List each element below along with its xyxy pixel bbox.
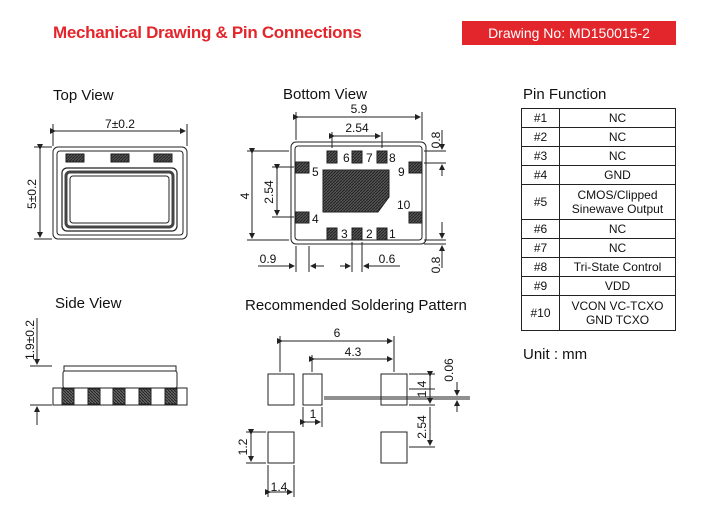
dim-bot-0.6: 0.6 <box>379 252 396 266</box>
dim-sp-1: 1 <box>310 407 317 421</box>
pin-function: Tri-State Control <box>559 257 676 277</box>
soldering-pattern-label: Recommended Soldering Pattern <box>245 297 467 314</box>
top-view-drawing <box>34 124 188 240</box>
dim-bot-4: 4 <box>238 192 252 199</box>
pin-function: NC <box>559 108 676 128</box>
pad-1-label: 1 <box>389 227 396 241</box>
dim-top-height: 5±0.2 <box>25 179 39 209</box>
pin-number: #5 <box>521 184 560 220</box>
pin-number: #4 <box>521 165 560 185</box>
pin-function: VDD <box>559 276 676 296</box>
dim-bot-2.54-h: 2.54 <box>345 121 369 135</box>
pad-3-label: 3 <box>341 227 348 241</box>
pin-number: #7 <box>521 238 560 258</box>
pin-number: #1 <box>521 108 560 128</box>
pad-4-label: 4 <box>312 212 319 226</box>
bottom-view-drawing <box>247 112 446 272</box>
side-view-drawing <box>30 318 188 425</box>
dim-sp-6: 6 <box>334 326 341 340</box>
pin-function: NC <box>559 146 676 166</box>
pad-8-label: 8 <box>389 151 396 165</box>
pad-9-label: 9 <box>398 165 405 179</box>
pin-number: #8 <box>521 257 560 277</box>
pin-function: GND <box>559 165 676 185</box>
pin-function: NC <box>559 238 676 258</box>
pin-number: #2 <box>521 127 560 147</box>
pin-function: NC <box>559 127 676 147</box>
dim-sp-2.54: 2.54 <box>415 415 429 439</box>
page-title: Mechanical Drawing & Pin Connections <box>53 23 362 42</box>
pin-number: #9 <box>521 276 560 296</box>
pad-5-label: 5 <box>312 165 319 179</box>
pin-number: #3 <box>521 146 560 166</box>
soldering-pattern-drawing <box>246 336 470 497</box>
dim-sp-0.06: 0.06 <box>442 358 456 382</box>
dim-bot-0.8-top: 0.8 <box>429 131 443 148</box>
top-view-label: Top View <box>53 87 114 104</box>
dim-side-height: 1.9±0.2 <box>23 320 37 360</box>
dim-sp-1.2: 1.2 <box>236 438 250 455</box>
bottom-view-label: Bottom View <box>283 86 367 103</box>
pad-6-label: 6 <box>343 151 350 165</box>
dim-bot-0.9: 0.9 <box>260 252 277 266</box>
dim-bot-5.9: 5.9 <box>351 102 368 116</box>
pin-number: #10 <box>521 295 560 331</box>
pad-7-label: 7 <box>366 151 373 165</box>
dim-sp-4.3: 4.3 <box>345 345 362 359</box>
side-view-label: Side View <box>55 295 122 312</box>
dim-sp-1.4-bottom: 1.4 <box>271 480 288 494</box>
dim-bot-0.8-bottom: 0.8 <box>429 256 443 273</box>
unit-label: Unit : mm <box>523 346 588 363</box>
dim-bot-2.54-v: 2.54 <box>262 180 276 204</box>
dim-top-width: 7±0.2 <box>105 117 135 131</box>
pin-function-heading: Pin Function <box>523 86 607 103</box>
dim-sp-1.4-right: 1.4 <box>415 380 429 397</box>
pin-number: #6 <box>521 219 560 239</box>
pad-10-label: 10 <box>397 198 411 212</box>
drawing-number-badge: Drawing No: MD150015-2 <box>462 21 676 45</box>
pin-function: NC <box>559 219 676 239</box>
pad-2-label: 2 <box>366 227 373 241</box>
